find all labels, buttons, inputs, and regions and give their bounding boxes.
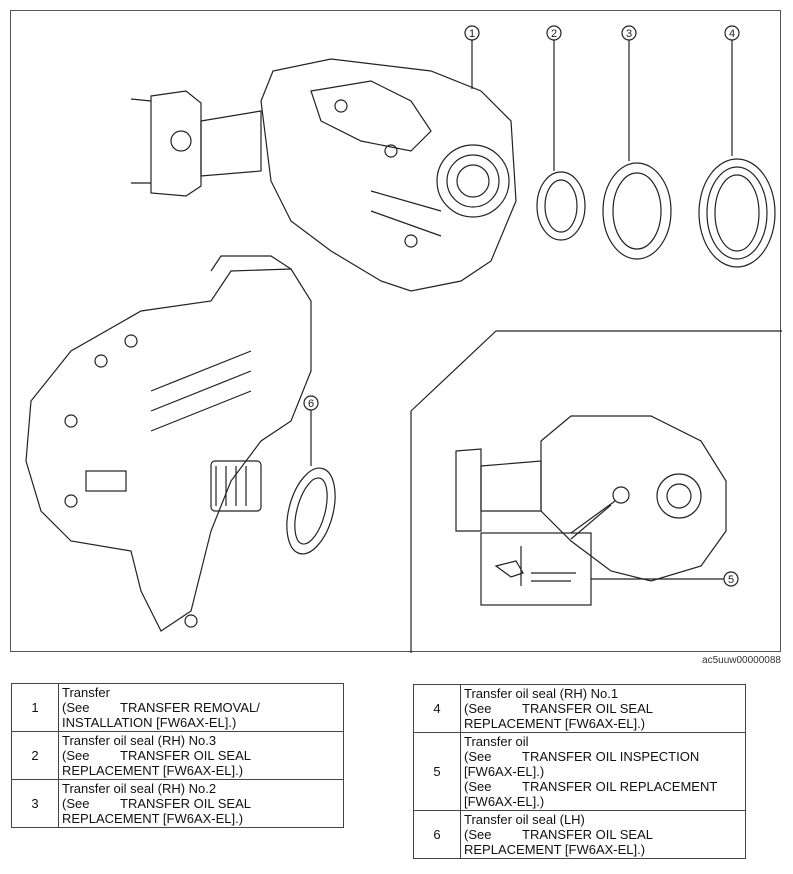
legend-number: 6 [413, 810, 461, 859]
legend-item-name: Transfer oil seal (RH) No.1 [464, 686, 619, 701]
transfer-assembly-top [130, 58, 517, 292]
transfer-assembly-bottom [25, 255, 312, 632]
reference-continuation[interactable]: REPLACEMENT [FW6AX-EL].) [464, 842, 646, 857]
oil-seal-4 [698, 158, 776, 268]
oil-seal-3 [602, 162, 672, 260]
svg-text:4: 4 [729, 28, 735, 40]
callout-5: 5 [591, 571, 739, 587]
legend-row: 4 Transfer oil seal (RH) No.1 (See TRANSF… [413, 684, 746, 733]
legend-description: Transfer oil seal (RH) No.2 (See TRANSFER… [58, 779, 344, 828]
legend-description: Transfer (See TRANSFER REMOVAL/ INSTALLAT… [58, 683, 344, 732]
reference-link[interactable]: TRANSFER OIL SEAL [522, 701, 653, 716]
inset-panel [410, 330, 782, 653]
callout-1: 1 [464, 25, 480, 89]
oil-seal-2 [536, 171, 586, 241]
svg-text:5: 5 [728, 574, 734, 586]
figure-id: ac5uuw00000088 [702, 655, 781, 666]
legend-number: 5 [413, 732, 461, 811]
legend-row: 1 Transfer (See TRANSFER REMOVAL/ INSTALL… [11, 683, 344, 732]
reference-continuation[interactable]: [FW6AX-EL].) [464, 794, 545, 809]
callout-3: 3 [621, 25, 637, 161]
reference-link[interactable]: TRANSFER OIL INSPECTION [522, 749, 700, 764]
reference-link[interactable]: TRANSFER OIL SEAL [522, 827, 653, 842]
reference-continuation[interactable]: INSTALLATION [FW6AX-EL].) [62, 715, 237, 730]
reference-continuation[interactable]: [FW6AX-EL].) [464, 764, 545, 779]
legend-number: 2 [11, 731, 59, 780]
reference-link[interactable]: TRANSFER OIL SEAL [120, 796, 251, 811]
reference-continuation[interactable]: REPLACEMENT [FW6AX-EL].) [62, 763, 244, 778]
reference-link[interactable]: TRANSFER REMOVAL/ [120, 700, 260, 715]
legend-number: 3 [11, 779, 59, 828]
reference-continuation[interactable]: REPLACEMENT [FW6AX-EL].) [464, 716, 646, 731]
see-prefix: (See [62, 748, 90, 763]
legend-row: 3 Transfer oil seal (RH) No.2 (See TRANSF… [11, 779, 344, 828]
reference-link[interactable]: TRANSFER OIL REPLACEMENT [522, 779, 718, 794]
legend-row: 2 Transfer oil seal (RH) No.3 (See TRANSF… [11, 731, 344, 780]
callout-6: 6 [303, 395, 319, 466]
reference-link[interactable]: TRANSFER OIL SEAL [120, 748, 251, 763]
legend-description: Transfer oil seal (RH) No.3 (See TRANSFER… [58, 731, 344, 780]
svg-text:6: 6 [308, 398, 314, 410]
see-prefix: (See [464, 827, 492, 842]
legend-row: 6 Transfer oil seal (LH) (See TRANSFER OI… [413, 810, 746, 859]
svg-text:3: 3 [626, 28, 632, 40]
see-prefix: (See [62, 700, 90, 715]
legend-description: Transfer oil seal (RH) No.1 (See TRANSFER… [460, 684, 746, 733]
see-prefix: (See [464, 701, 492, 716]
svg-text:2: 2 [551, 28, 557, 40]
reference-continuation[interactable]: REPLACEMENT [FW6AX-EL].) [62, 811, 244, 826]
legend-item-name: Transfer oil seal (LH) [464, 812, 585, 827]
legend-item-name: Transfer oil [464, 734, 529, 749]
legend-item-name: Transfer oil seal (RH) No.2 [62, 781, 217, 796]
legend-item-name: Transfer [62, 685, 110, 700]
oil-seal-6 [286, 467, 336, 555]
legend-item-name: Transfer oil seal (RH) No.3 [62, 733, 217, 748]
legend-row: 5 Transfer oil (See TRANSFER OIL INSPECTI… [413, 732, 746, 811]
legend-description: Transfer oil seal (LH) (See TRANSFER OIL … [460, 810, 746, 859]
legend-number: 1 [11, 683, 59, 732]
callout-4: 4 [724, 25, 740, 156]
legend-table-left: 1 Transfer (See TRANSFER REMOVAL/ INSTALL… [11, 683, 344, 828]
see-prefix: (See [464, 779, 492, 794]
legend-description: Transfer oil (See TRANSFER OIL INSPECTION… [460, 732, 746, 811]
svg-text:1: 1 [469, 28, 475, 40]
diagram-drawing: 1 2 3 4 6 [25, 25, 782, 653]
see-prefix: (See [464, 749, 492, 764]
see-prefix: (See [62, 796, 90, 811]
legend-number: 4 [413, 684, 461, 733]
callout-2: 2 [546, 25, 562, 171]
exploded-diagram: 1 2 3 4 6 [10, 10, 782, 653]
